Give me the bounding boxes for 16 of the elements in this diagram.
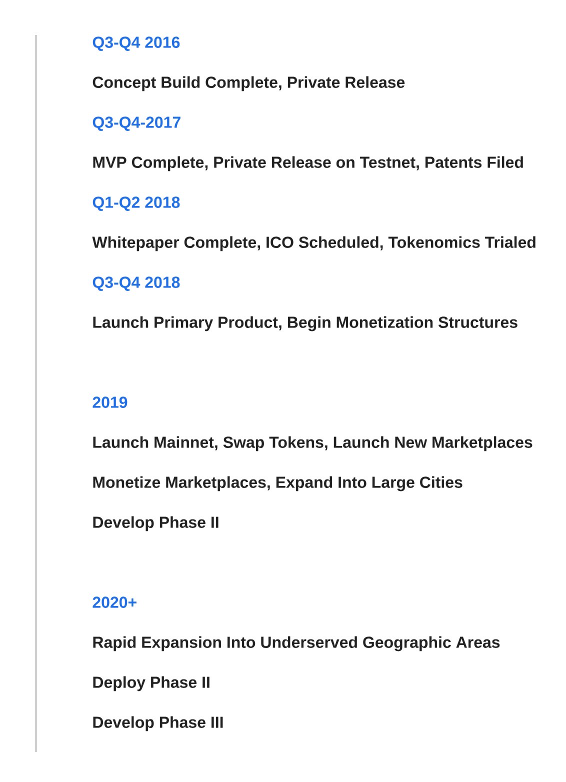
period-heading: 2019 (92, 396, 128, 408)
period-heading: Q3-Q4 2016 (92, 36, 180, 51)
period-heading: Q3-Q4 2018 (92, 276, 180, 291)
milestone-text: Deploy Phase II (93, 676, 210, 692)
milestone-text: Monetize Marketplaces, Expand Into Large Cities (93, 476, 462, 492)
milestone-text: Concept Build Complete, Private Release (92, 76, 405, 92)
milestone-text: Rapid Expansion Into Underserved Geographic Areas (93, 636, 500, 652)
milestone-text: Launch Mainnet, Swap Tokens, Launch New Marketplaces (93, 436, 532, 452)
period-heading: Q1-Q2 2018 (92, 196, 180, 211)
milestone-text: MVP Complete, Private Release on Testnet, Patents Filed (93, 156, 523, 172)
milestone-text: Develop Phase III (93, 716, 223, 732)
milestone-text: Develop Phase II (93, 516, 218, 532)
milestone-text: Launch Primary Product, Begin Monetization Structures (93, 316, 518, 332)
milestone-text: Whitepaper Complete, ICO Scheduled, Tokenomics Trialed (92, 236, 536, 252)
period-heading: 2020+ (92, 596, 136, 608)
period-heading: Q3-Q4-2017 (92, 116, 180, 131)
